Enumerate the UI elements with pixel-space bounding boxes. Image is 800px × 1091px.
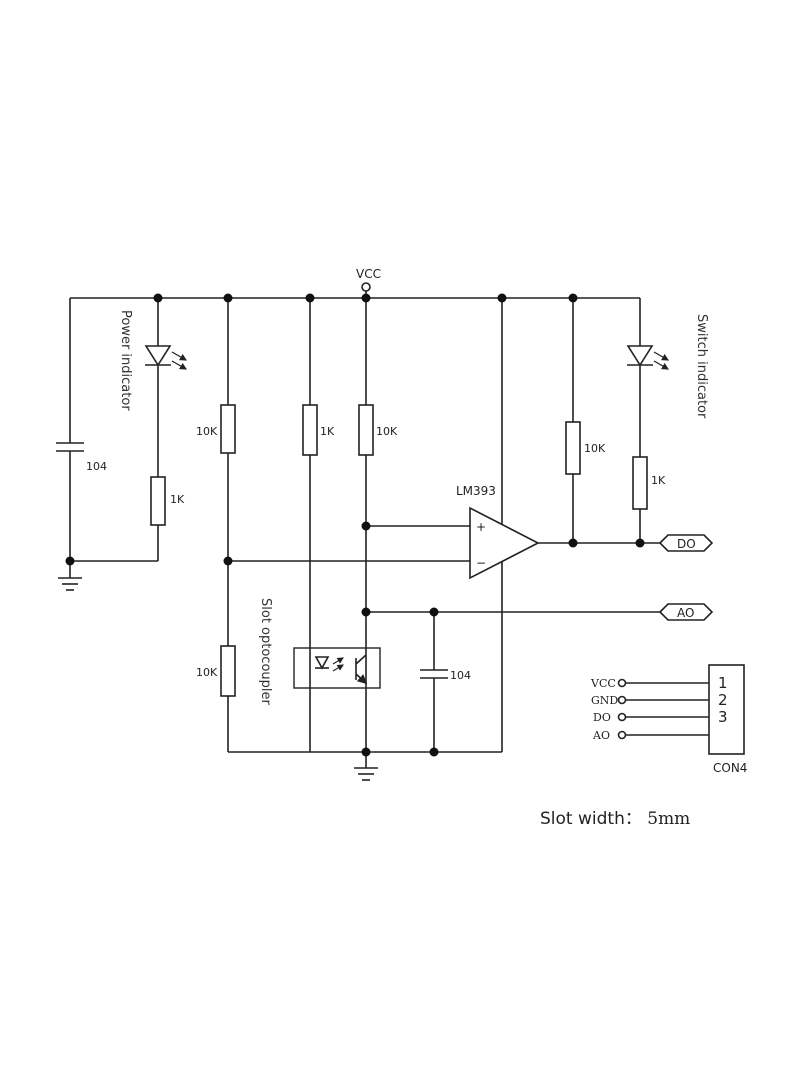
capacitor-c1 [56,298,84,561]
r-switch-label: 1K [651,474,666,487]
opamp-label: LM393 [456,484,496,498]
r-pullup-label: 10K [584,442,606,455]
c2-label: 104 [450,669,471,682]
slot-width-note: Slot width： 5mm [540,804,690,829]
r-led-label: 1K [320,425,335,438]
pin-2-number: 2 [718,691,728,709]
pin-vcc-label: VCC [590,677,616,690]
ao-output-tag [658,603,714,621]
r-div-bot-label: 10K [196,666,218,679]
slot-optocoupler-label: Slot optocoupler [258,598,273,706]
lm393-comparator [469,506,540,580]
r-div-top-label: 10K [196,425,218,438]
capacitor-c2 [420,612,448,752]
pin-3-number: 3 [718,708,728,726]
slot-optocoupler [293,647,381,689]
vcc-label: VCC [356,267,381,281]
ao-output-label: AO [677,606,694,620]
con4-connector [617,664,745,755]
divider-branch [220,298,470,752]
sensor-node-branch [358,298,660,752]
connector-name: CON4 [713,761,747,775]
c1-label: 104 [86,460,107,473]
r-power-label: 1K [170,493,185,506]
pin-do-label: DO [593,711,611,724]
do-output-tag [658,534,714,552]
slot-width-value: 5mm [647,809,691,829]
pin-1-number: 1 [718,674,728,692]
power-led [70,298,188,562]
led-resistor-branch [302,298,318,752]
switch-led [626,298,670,543]
pin-ao-label: AO [592,729,610,742]
pin-gnd-label: GND [591,694,618,707]
junction-dots [65,293,645,757]
r-pull-label: 10K [376,425,398,438]
opamp-plus: + [476,520,486,534]
power-indicator-label: Power indicator [118,310,133,411]
do-output-label: DO [677,537,696,551]
output-pullup [565,298,581,543]
switch-indicator-label: Switch indicator [694,314,709,419]
slot-width-label: Slot width： [540,809,642,829]
opamp-minus: − [476,556,486,570]
